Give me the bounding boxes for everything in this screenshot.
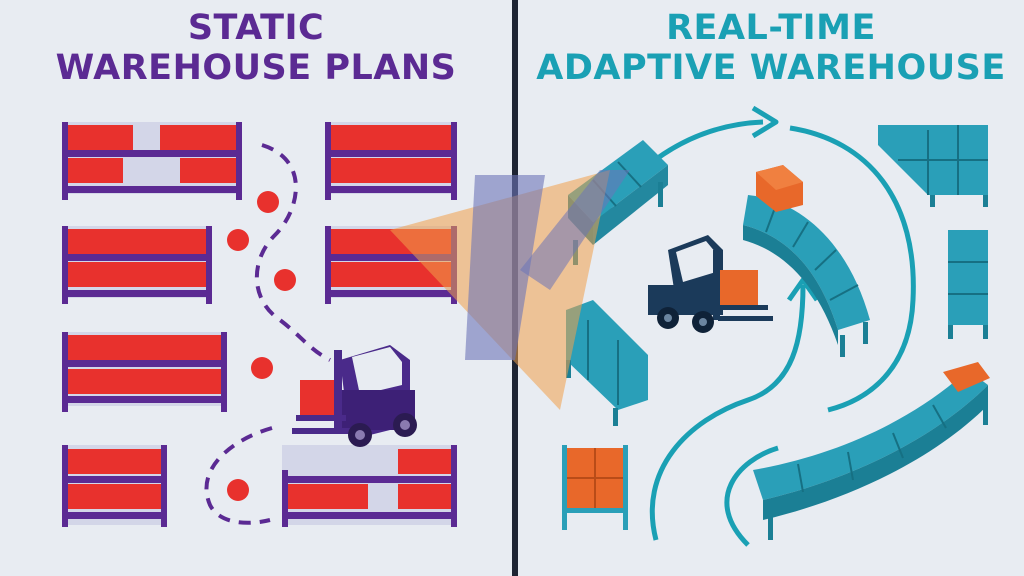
flow-arrow <box>649 284 806 541</box>
static-title-line1: STATIC <box>187 8 325 48</box>
forklift-icon <box>292 345 417 447</box>
waypoint-dot <box>274 269 296 291</box>
adaptive-warehouse-panel: REAL-TIME ADAPTIVE WAREHOUSE <box>518 0 1024 576</box>
forklift-icon <box>648 235 773 333</box>
waypoint-dot <box>227 229 249 251</box>
adaptive-conveyor <box>568 140 668 265</box>
static-panel-title: STATIC WAREHOUSE PLANS <box>0 8 512 88</box>
flow-arrow <box>724 445 779 547</box>
arrowhead <box>751 105 779 139</box>
static-dashed-route <box>254 143 331 362</box>
static-rack <box>62 332 227 412</box>
flow-arrow <box>789 125 916 413</box>
adaptive-warehouse-illustration <box>562 105 990 547</box>
static-warehouse-illustration <box>62 122 457 527</box>
adaptive-title-line2: ADAPTIVE WAREHOUSE <box>536 48 1006 88</box>
adaptive-rack <box>948 230 988 339</box>
static-rack <box>325 122 457 200</box>
arrowhead <box>786 277 820 302</box>
adaptive-conveyor <box>753 362 990 540</box>
adaptive-title-line1: REAL-TIME <box>666 8 876 48</box>
static-warehouse-panel: STATIC WAREHOUSE PLANS <box>0 8 512 527</box>
static-title-line2: WAREHOUSE PLANS <box>55 48 457 88</box>
waypoint-dot <box>257 191 279 213</box>
adaptive-rack <box>878 125 988 207</box>
static-rack <box>325 226 457 304</box>
static-rack <box>62 122 242 200</box>
adaptive-panel-title: REAL-TIME ADAPTIVE WAREHOUSE <box>518 8 1024 88</box>
static-rack <box>62 445 167 527</box>
waypoint-dot <box>251 357 273 379</box>
static-rack <box>62 226 212 304</box>
adaptive-conveyor <box>743 165 870 357</box>
static-rack <box>282 445 457 527</box>
waypoint-dot <box>227 479 249 501</box>
adaptive-rack <box>562 445 628 530</box>
adaptive-rack <box>566 300 648 426</box>
static-dashed-route <box>204 426 273 525</box>
